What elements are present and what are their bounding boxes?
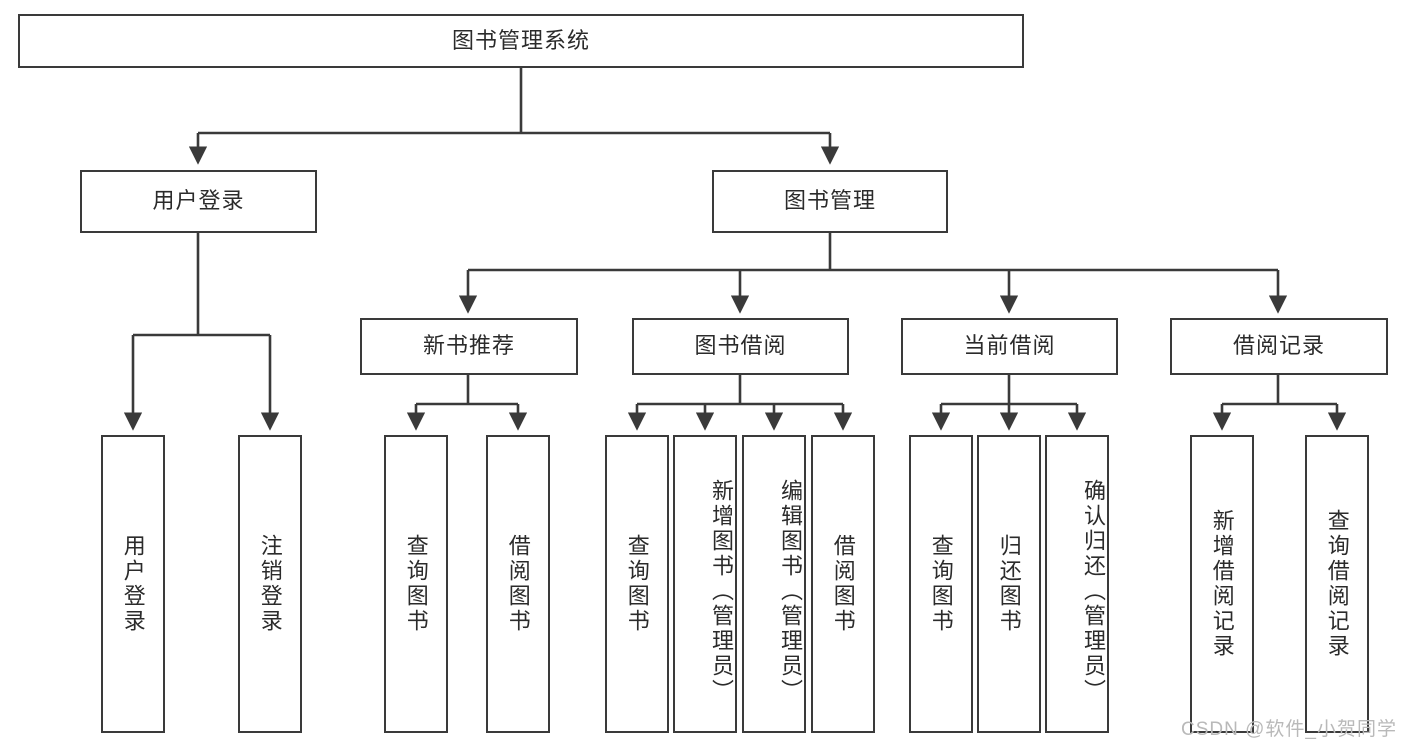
node-new-book-recommend[interactable]: 新书推荐 bbox=[360, 318, 578, 375]
node-label: 注销登录 bbox=[257, 534, 283, 634]
node-label: 确认归还（管理员） bbox=[1081, 478, 1106, 704]
node-label: 图书管理 bbox=[783, 188, 876, 214]
leaf-recommend-query-book[interactable]: 查询图书 bbox=[384, 435, 448, 733]
node-label: 用户登录 bbox=[120, 534, 146, 634]
node-current-borrow[interactable]: 当前借阅 bbox=[901, 318, 1118, 375]
node-root-system[interactable]: 图书管理系统 bbox=[18, 14, 1024, 68]
node-label: 新书推荐 bbox=[422, 333, 515, 359]
node-label: 查询图书 bbox=[403, 534, 429, 634]
leaf-borrow-edit-book-admin[interactable]: 编辑图书（管理员） bbox=[742, 435, 806, 733]
node-label: 图书管理系统 bbox=[451, 27, 590, 53]
node-label: 图书借阅 bbox=[694, 333, 787, 359]
node-label: 新增图书（管理员） bbox=[709, 478, 734, 704]
leaf-borrow-borrow-book[interactable]: 借阅图书 bbox=[811, 435, 875, 733]
node-label: 用户登录 bbox=[152, 188, 245, 214]
node-label: 查询借阅记录 bbox=[1324, 509, 1350, 659]
node-label: 归还图书 bbox=[996, 534, 1022, 634]
leaf-record-query-record[interactable]: 查询借阅记录 bbox=[1305, 435, 1369, 733]
leaf-user-login-logout[interactable]: 注销登录 bbox=[238, 435, 302, 733]
node-label: 查询图书 bbox=[624, 534, 650, 634]
node-label: 查询图书 bbox=[928, 534, 954, 634]
node-book-borrow[interactable]: 图书借阅 bbox=[632, 318, 849, 375]
node-label: 借阅记录 bbox=[1232, 333, 1325, 359]
node-book-management[interactable]: 图书管理 bbox=[712, 170, 948, 233]
node-label: 当前借阅 bbox=[963, 333, 1056, 359]
watermark-text: CSDN @软件_小贺同学 bbox=[1181, 719, 1397, 740]
leaf-record-add-record[interactable]: 新增借阅记录 bbox=[1190, 435, 1254, 733]
leaf-user-login-login[interactable]: 用户登录 bbox=[101, 435, 165, 733]
node-label: 借阅图书 bbox=[830, 534, 856, 634]
leaf-recommend-borrow-book[interactable]: 借阅图书 bbox=[486, 435, 550, 733]
node-label: 新增借阅记录 bbox=[1209, 509, 1235, 659]
leaf-borrow-add-book-admin[interactable]: 新增图书（管理员） bbox=[673, 435, 737, 733]
leaf-current-query-book[interactable]: 查询图书 bbox=[909, 435, 973, 733]
node-user-login[interactable]: 用户登录 bbox=[80, 170, 317, 233]
leaf-current-return-book[interactable]: 归还图书 bbox=[977, 435, 1041, 733]
leaf-current-confirm-return-admin[interactable]: 确认归还（管理员） bbox=[1045, 435, 1109, 733]
node-label: 编辑图书（管理员） bbox=[778, 478, 803, 704]
leaf-borrow-query-book[interactable]: 查询图书 bbox=[605, 435, 669, 733]
node-label: 借阅图书 bbox=[505, 534, 531, 634]
node-borrow-record[interactable]: 借阅记录 bbox=[1170, 318, 1388, 375]
